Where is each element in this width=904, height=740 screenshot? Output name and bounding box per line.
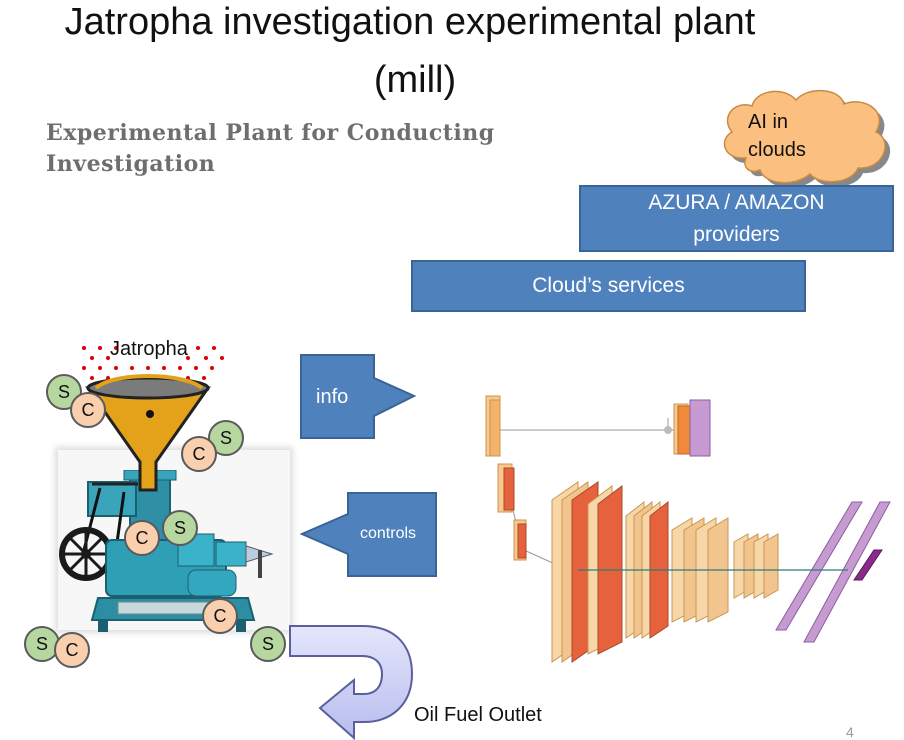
subtitle-line2: Investigation: [46, 151, 216, 177]
controller-letter: C: [213, 605, 227, 626]
u-turn-arrow: [289, 625, 414, 740]
sensor-letter: S: [35, 633, 48, 654]
controller-circle: C: [202, 598, 238, 634]
providers-line1: AZURA / AMAZON: [648, 190, 825, 214]
controller-letter: C: [192, 443, 206, 464]
ai-clouds-label: AI in clouds: [748, 108, 806, 164]
jatropha-label: Jatropha: [110, 338, 188, 360]
page-title-mill: (mill): [373, 59, 457, 101]
ai-label-line2: clouds: [748, 139, 806, 161]
cloud-services-label: Cloud’s services: [532, 274, 685, 297]
subtitle: Experimental Plant for Conducting Invest…: [46, 118, 495, 180]
sensor-circle: S: [162, 510, 198, 546]
right-arrow: [300, 354, 416, 439]
page-title-line2: (mill): [0, 58, 830, 102]
controller-letter: C: [65, 639, 79, 660]
controller-circle: C: [181, 436, 217, 472]
controller-circle: C: [124, 520, 160, 556]
controller-letter: C: [81, 399, 95, 420]
sensor-letter: S: [219, 427, 232, 448]
oil-press-machine: [59, 470, 274, 632]
controller-letter: C: [135, 527, 149, 548]
sensor-circle: S: [250, 626, 286, 662]
oil-fuel-outlet-label: Oil Fuel Outlet: [414, 704, 542, 726]
funnel-icon: [85, 374, 211, 492]
providers-box: AZURA / AMAZON providers: [579, 185, 894, 252]
page-number: 4: [846, 724, 854, 740]
cloud-services-box: Cloud’s services: [411, 260, 806, 312]
providers-line2: providers: [693, 222, 780, 246]
sensor-letter: S: [57, 381, 70, 402]
cloud-shape: [723, 89, 891, 188]
controller-circle: C: [54, 632, 90, 668]
subtitle-line1: Experimental Plant for Conducting: [46, 120, 495, 146]
sensor-circle: S: [24, 626, 60, 662]
info-arrow-label: info: [316, 386, 349, 408]
sensor-letter: S: [261, 633, 274, 654]
controls-arrow-label: controls: [360, 525, 417, 542]
controller-circle: C: [70, 392, 106, 428]
neural-network-diagram: [485, 395, 891, 663]
page-title-line1: Jatropha investigation experimental plan…: [64, 1, 756, 43]
sensor-letter: S: [173, 517, 186, 538]
ai-label-line1: AI in: [748, 111, 789, 133]
left-arrow: [300, 492, 437, 577]
